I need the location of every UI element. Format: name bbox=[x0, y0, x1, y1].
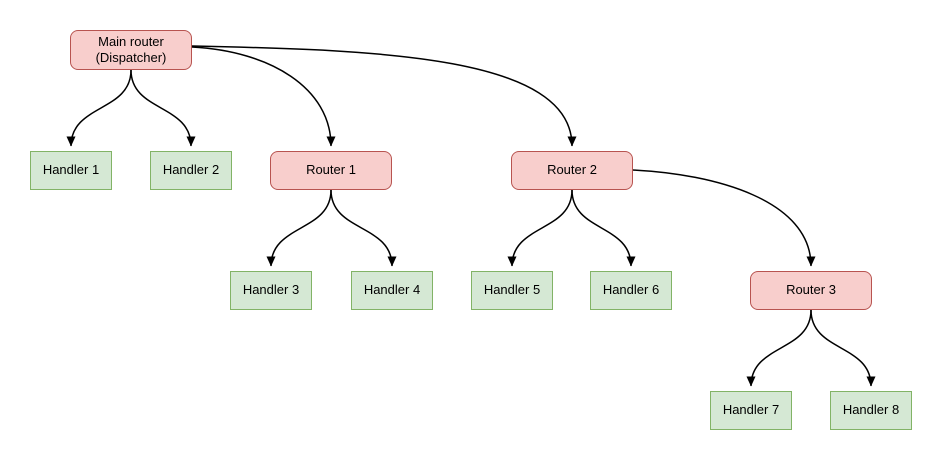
node-handler-5: Handler 5 bbox=[471, 271, 553, 310]
node-handler-6: Handler 6 bbox=[590, 271, 672, 310]
edge-main-router-to-router-1 bbox=[191, 46, 336, 147]
node-router-3: Router 3 bbox=[750, 271, 872, 310]
node-handler-3-label: Handler 3 bbox=[242, 282, 300, 298]
node-handler-2: Handler 2 bbox=[150, 151, 232, 190]
edge-router-3-to-handler-7 bbox=[746, 309, 812, 387]
node-main-router: Main router (Dispatcher) bbox=[70, 30, 192, 70]
node-router-2-label: Router 2 bbox=[547, 162, 597, 178]
node-handler-4: Handler 4 bbox=[351, 271, 433, 310]
node-handler-8-label: Handler 8 bbox=[842, 402, 900, 418]
node-main-router-label: Main router (Dispatcher) bbox=[95, 33, 167, 65]
node-handler-7-label: Handler 7 bbox=[722, 402, 780, 418]
edge-main-router-to-handler-1 bbox=[66, 69, 132, 147]
node-handler-3: Handler 3 bbox=[230, 271, 312, 310]
edge-main-router-to-router-2 bbox=[191, 45, 577, 147]
node-router-1-label: Router 1 bbox=[306, 162, 356, 178]
node-router-1: Router 1 bbox=[270, 151, 392, 190]
node-router-2: Router 2 bbox=[511, 151, 633, 190]
node-handler-7: Handler 7 bbox=[710, 391, 792, 430]
node-handler-2-label: Handler 2 bbox=[162, 162, 220, 178]
edge-router-2-to-handler-6 bbox=[571, 189, 636, 267]
node-handler-8: Handler 8 bbox=[830, 391, 912, 430]
edge-router-1-to-handler-3 bbox=[266, 189, 332, 267]
node-handler-1: Handler 1 bbox=[30, 151, 112, 190]
edge-router-2-to-router-3 bbox=[632, 169, 816, 267]
edge-main-router-to-handler-2 bbox=[130, 69, 196, 147]
node-handler-5-label: Handler 5 bbox=[483, 282, 541, 298]
edge-router-3-to-handler-8 bbox=[810, 309, 876, 387]
node-handler-4-label: Handler 4 bbox=[363, 282, 421, 298]
edge-router-1-to-handler-4 bbox=[330, 189, 397, 267]
node-handler-1-label: Handler 1 bbox=[42, 162, 100, 178]
node-router-3-label: Router 3 bbox=[786, 282, 836, 298]
edge-router-2-to-handler-5 bbox=[507, 189, 573, 267]
node-handler-6-label: Handler 6 bbox=[602, 282, 660, 298]
